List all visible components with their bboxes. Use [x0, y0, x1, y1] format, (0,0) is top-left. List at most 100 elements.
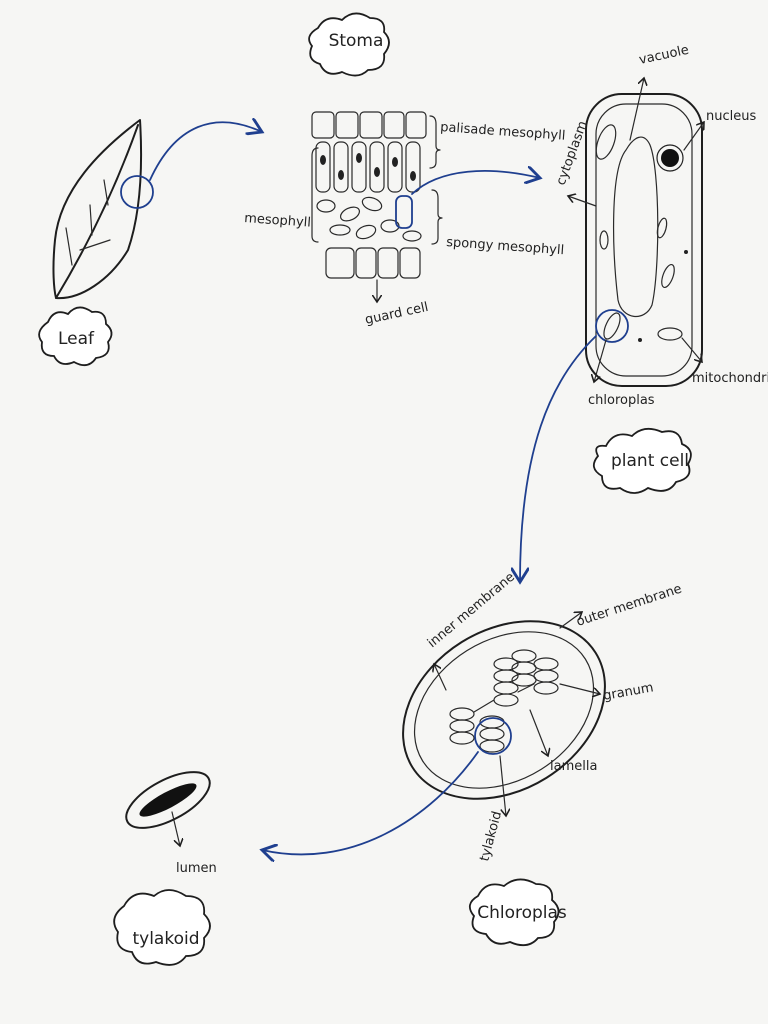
leaf-cloud	[38, 306, 113, 367]
guard-cell-shape	[377, 247, 399, 279]
lamella-label: lamella	[550, 759, 597, 774]
granum-pointer	[559, 683, 600, 694]
outer-membrane-shape	[402, 620, 606, 800]
epidermis-cell	[383, 111, 405, 139]
thylakoid-cloud	[113, 889, 211, 966]
guard-cell-label: guard cell	[364, 300, 430, 328]
upper-epidermis	[311, 111, 427, 139]
nucleus-label: nucleus	[706, 109, 756, 124]
palisade-cell	[369, 141, 385, 193]
spongy-zoom-box	[395, 195, 413, 229]
leaf-vein	[103, 179, 109, 206]
chloroplast-icon	[603, 312, 621, 340]
stoma-cloud	[308, 12, 390, 77]
chloroplast-label: chloroplas	[588, 393, 655, 408]
thylakoid-disc	[479, 739, 505, 753]
mitochondria-icon	[657, 327, 683, 341]
lower-epidermis	[325, 247, 421, 279]
lumen-label: lumen	[176, 861, 217, 876]
spongy-cell	[380, 219, 400, 233]
thylakoid-disc	[533, 669, 559, 683]
spongy-cell	[361, 196, 383, 212]
granum-label: granum	[602, 680, 655, 704]
lamella-line	[517, 683, 535, 693]
palisade-bracket	[429, 115, 441, 169]
thylakoid-title: tylakoid	[132, 929, 199, 949]
chloroplast-pointer	[594, 339, 607, 382]
lumen-icon	[139, 783, 197, 817]
lamella-pointer	[529, 709, 548, 756]
chloroplast-cloud	[468, 878, 560, 947]
cell-nucleus	[320, 155, 326, 165]
guard-cell-shape	[355, 247, 377, 279]
plant-cell-stage: vacuole nucleus cytoplasm chloroplas mit…	[554, 43, 768, 494]
arrow-chloroplast-to-thylakoid	[262, 751, 479, 854]
leaf-stage: Leaf	[38, 119, 154, 367]
epidermis-cell	[325, 247, 355, 279]
mitochondria-icon	[661, 263, 675, 289]
leaf-vein	[65, 227, 73, 266]
spongy-cell	[316, 199, 336, 213]
spongy-bracket	[431, 189, 443, 245]
plant-cell-cloud	[592, 427, 692, 494]
spongy-cell	[355, 224, 377, 240]
chloroplast-zoom-circle	[474, 717, 512, 755]
cell-nucleus	[410, 171, 416, 181]
cell-nucleus	[338, 170, 344, 180]
thylakoid-stage: lumen tylakoid	[113, 771, 217, 966]
mesophyll-bracket	[311, 147, 319, 243]
spongy-layer	[316, 195, 422, 242]
vacuole-pointer	[629, 78, 644, 141]
thylakoid-disc	[493, 693, 519, 707]
epidermis-cell	[399, 247, 421, 279]
palisade-cell	[315, 141, 331, 193]
cell-nucleus	[356, 153, 362, 163]
spongy-cell	[329, 224, 351, 236]
arrow-stoma-to-cell	[411, 171, 540, 195]
cell-membrane	[595, 103, 693, 377]
chloroplast-stage: inner membrane outer membrane granum lam…	[402, 570, 684, 947]
palisade-cell	[333, 141, 349, 193]
arrow-leaf-to-stoma	[149, 122, 262, 181]
epidermis-cell	[335, 111, 359, 139]
palisade-cell	[351, 141, 367, 193]
thylakoid-disc	[449, 731, 475, 745]
leaf-title: Leaf	[58, 329, 95, 349]
mitochondria-pointer	[681, 337, 702, 362]
inner-membrane-pointer	[434, 664, 447, 691]
cell-nucleus	[374, 167, 380, 177]
leaf-midrib	[55, 124, 139, 299]
leaf-vein	[79, 239, 111, 251]
ribosome-dot	[638, 338, 642, 342]
leaf-outline	[52, 119, 143, 300]
thylakoid-disc	[449, 707, 475, 721]
thylakoid-disc	[533, 657, 559, 671]
epidermis-cell	[405, 111, 427, 139]
ribosome-dot	[684, 250, 688, 254]
thylakoid-membrane	[125, 771, 211, 829]
palisade-cell	[387, 141, 403, 193]
plant-cell-title: plant cell	[611, 451, 689, 471]
outer-membrane-label: outer membrane	[575, 582, 684, 630]
leaf-vein	[89, 204, 93, 236]
nucleus-icon	[661, 149, 679, 167]
stoma-stage: Stoma	[244, 12, 566, 328]
palisade-label: palisade mesophyll	[440, 120, 566, 144]
epidermis-cell	[311, 111, 335, 139]
cell-zoom-circle	[595, 309, 629, 343]
spongy-label: spongy mesophyll	[446, 235, 565, 258]
grana-stacks	[449, 649, 559, 753]
inner-membrane-shape	[413, 631, 595, 789]
nucleus-pointer	[683, 122, 704, 151]
palisade-cell	[405, 141, 421, 193]
thylakoid-disc	[449, 719, 475, 733]
spongy-cell	[402, 230, 422, 242]
inner-membrane-label: inner membrane	[425, 570, 518, 651]
lumen-pointer	[171, 811, 180, 846]
cell-nucleus	[392, 157, 398, 167]
stoma-title: Stoma	[329, 31, 384, 51]
spongy-cell	[339, 206, 361, 222]
leaf-zoom-circle	[120, 175, 154, 209]
golgi-icon	[595, 124, 617, 160]
epidermis-cell	[359, 111, 383, 139]
